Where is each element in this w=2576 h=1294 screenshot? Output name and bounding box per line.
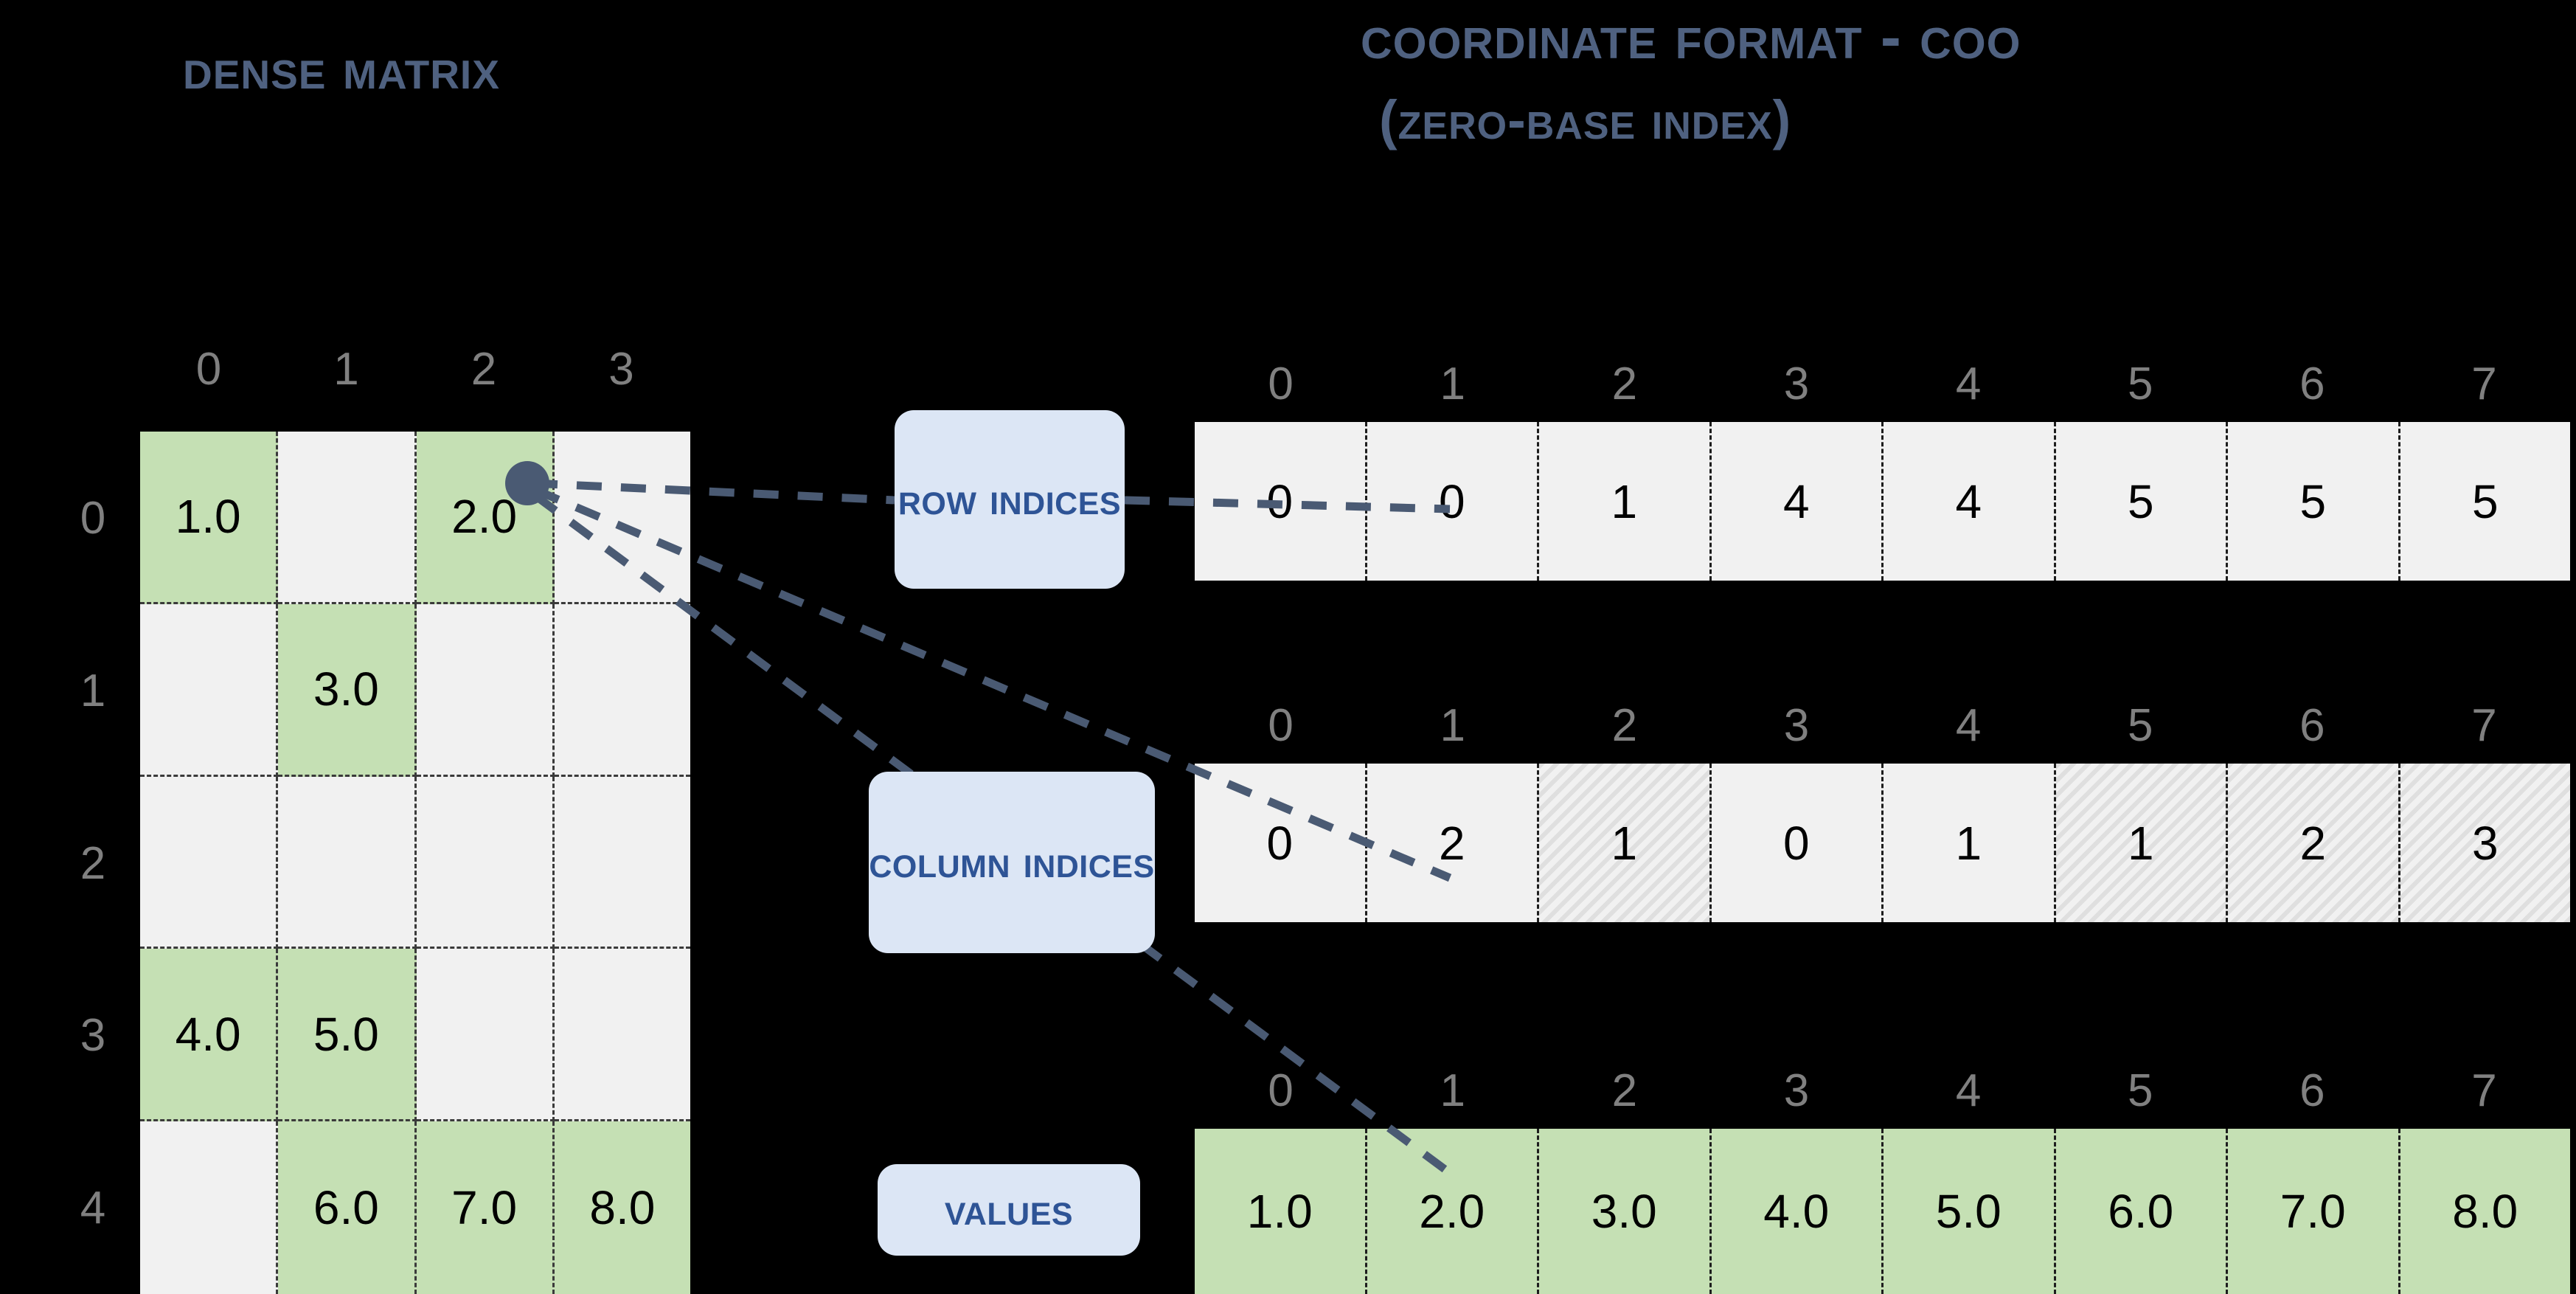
- coo-col-index-2: 2: [1611, 700, 1638, 751]
- coo-subtitle: (zero-base index): [1379, 89, 1792, 150]
- coo-row-index-7: 7: [2471, 359, 2497, 409]
- row-index-cell-1: 0: [1367, 422, 1539, 581]
- column-index-cell-0: 0: [1195, 764, 1367, 922]
- column-indices-label[interactable]: Column Indices: [869, 772, 1155, 953]
- coo-row-index-2: 2: [1611, 359, 1638, 409]
- row-index-cell-2: 1: [1539, 422, 1712, 581]
- value-cell-1: 2.0: [1367, 1129, 1539, 1294]
- row-index-cell-4: 4: [1884, 422, 2056, 581]
- dense-matrix-cell-4-1: 6.0: [278, 1121, 417, 1294]
- dense-matrix-row: 3.0: [140, 603, 690, 777]
- column-index-cell-1: 2: [1367, 764, 1539, 922]
- dense-matrix-row-header-4: 4: [80, 1183, 106, 1234]
- coo-row-index-0: 0: [1268, 359, 1294, 409]
- coo-col-index-5: 5: [2127, 700, 2153, 751]
- row-index-cell-0: 0: [1195, 422, 1367, 581]
- coo-col-index-4: 4: [1955, 700, 1982, 751]
- dense-matrix-cell-2-1: [278, 776, 417, 949]
- coo-val-index-2: 2: [1611, 1065, 1638, 1116]
- dense-matrix-cell-1-0: [140, 603, 279, 777]
- coo-val-index-7: 7: [2471, 1065, 2497, 1116]
- value-cell-0: 1.0: [1195, 1129, 1367, 1294]
- dense-matrix-cell-2-3: [554, 776, 690, 949]
- dense-matrix-cell-4-0: [140, 1121, 279, 1294]
- dense-matrix-cell-3-3: [554, 949, 690, 1122]
- dense-matrix-col-header-3: 3: [608, 344, 634, 395]
- row-index-cell-3: 4: [1711, 422, 1884, 581]
- coo-title: Coordinate Format - COO: [1361, 2, 2021, 72]
- column-indices-ruler: 0 1 2 3 4 5 6 7: [1195, 699, 2570, 753]
- value-cell-5: 6.0: [2055, 1129, 2228, 1294]
- coo-row-index-4: 4: [1955, 359, 1982, 409]
- coo-col-index-0: 0: [1268, 700, 1294, 751]
- coo-val-index-6: 6: [2299, 1065, 2325, 1116]
- dense-matrix-col-header-1: 1: [333, 344, 359, 395]
- dense-matrix-col-header-0: 0: [195, 344, 222, 395]
- dense-matrix-row-header-3: 3: [80, 1010, 106, 1062]
- row-index-cell-6: 5: [2228, 422, 2400, 581]
- dense-matrix-cell-0-0: 1.0: [140, 432, 279, 604]
- value-cell-7: 8.0: [2400, 1129, 2570, 1294]
- row-index-cell-7: 5: [2400, 422, 2570, 581]
- row-index-cell-5: 5: [2055, 422, 2228, 581]
- column-index-cell-4: 1: [1884, 764, 2056, 922]
- coo-val-index-5: 5: [2127, 1065, 2153, 1116]
- coo-val-index-3: 3: [1783, 1065, 1810, 1116]
- column-index-cell-2: 1: [1539, 764, 1712, 922]
- coo-col-index-6: 6: [2299, 700, 2325, 751]
- coo-row-index-5: 5: [2127, 359, 2153, 409]
- row-indices-label[interactable]: Row Indices: [895, 410, 1125, 589]
- values-label[interactable]: Values: [878, 1164, 1140, 1256]
- column-index-cell-6: 2: [2228, 764, 2400, 922]
- value-cell-6: 7.0: [2228, 1129, 2400, 1294]
- coo-row-index-6: 6: [2299, 359, 2325, 409]
- column-index-cell-3: 0: [1711, 764, 1884, 922]
- dense-matrix-cell-0-3: [554, 432, 690, 604]
- value-cell-2: 3.0: [1539, 1129, 1712, 1294]
- dense-matrix-row-header-0: 0: [80, 493, 106, 544]
- coo-col-index-7: 7: [2471, 700, 2497, 751]
- coo-col-index-1: 1: [1440, 700, 1465, 751]
- dense-matrix-row: [140, 776, 690, 949]
- dense-matrix-cell-1-2: [416, 603, 555, 777]
- dense-matrix-row: 1.0 2.0: [140, 432, 690, 604]
- dense-matrix-cell-0-2: 2.0: [416, 432, 555, 604]
- column-index-cell-7: 3: [2400, 764, 2570, 922]
- coo-val-index-4: 4: [1955, 1065, 1982, 1116]
- source-marker-dot: [505, 461, 549, 505]
- dense-matrix-cell-3-2: [416, 949, 555, 1122]
- value-cell-3: 4.0: [1711, 1129, 1884, 1294]
- values-ruler: 0 1 2 3 4 5 6 7: [1195, 1064, 2570, 1118]
- dense-matrix-cell-0-1: [278, 432, 417, 604]
- coo-row-index-3: 3: [1783, 359, 1810, 409]
- row-indices-ruler: 0 1 2 3 4 5 6 7: [1195, 357, 2570, 412]
- dense-matrix-cell-1-3: [554, 603, 690, 777]
- dense-matrix-cell-2-2: [416, 776, 555, 949]
- dense-matrix-cell-4-3: 8.0: [554, 1121, 690, 1294]
- column-index-cell-5: 1: [2055, 764, 2228, 922]
- dense-matrix-col-header-2: 2: [471, 344, 497, 395]
- coo-row-index-1: 1: [1440, 359, 1465, 409]
- dense-matrix-cell-3-0: 4.0: [140, 949, 279, 1122]
- dense-matrix-cell-3-1: 5.0: [278, 949, 417, 1122]
- coo-val-index-0: 0: [1268, 1065, 1294, 1116]
- dense-matrix-cell-2-0: [140, 776, 279, 949]
- dense-matrix-title: Dense Matrix: [183, 36, 500, 101]
- coo-col-index-3: 3: [1783, 700, 1810, 751]
- dense-matrix-cell-1-1: 3.0: [278, 603, 417, 777]
- dense-matrix-row-header-1: 1: [80, 665, 106, 716]
- coo-val-index-1: 1: [1440, 1065, 1465, 1116]
- value-cell-4: 5.0: [1884, 1129, 2056, 1294]
- dense-matrix-cell-4-2: 7.0: [416, 1121, 555, 1294]
- dense-matrix-row-header-2: 2: [80, 837, 106, 889]
